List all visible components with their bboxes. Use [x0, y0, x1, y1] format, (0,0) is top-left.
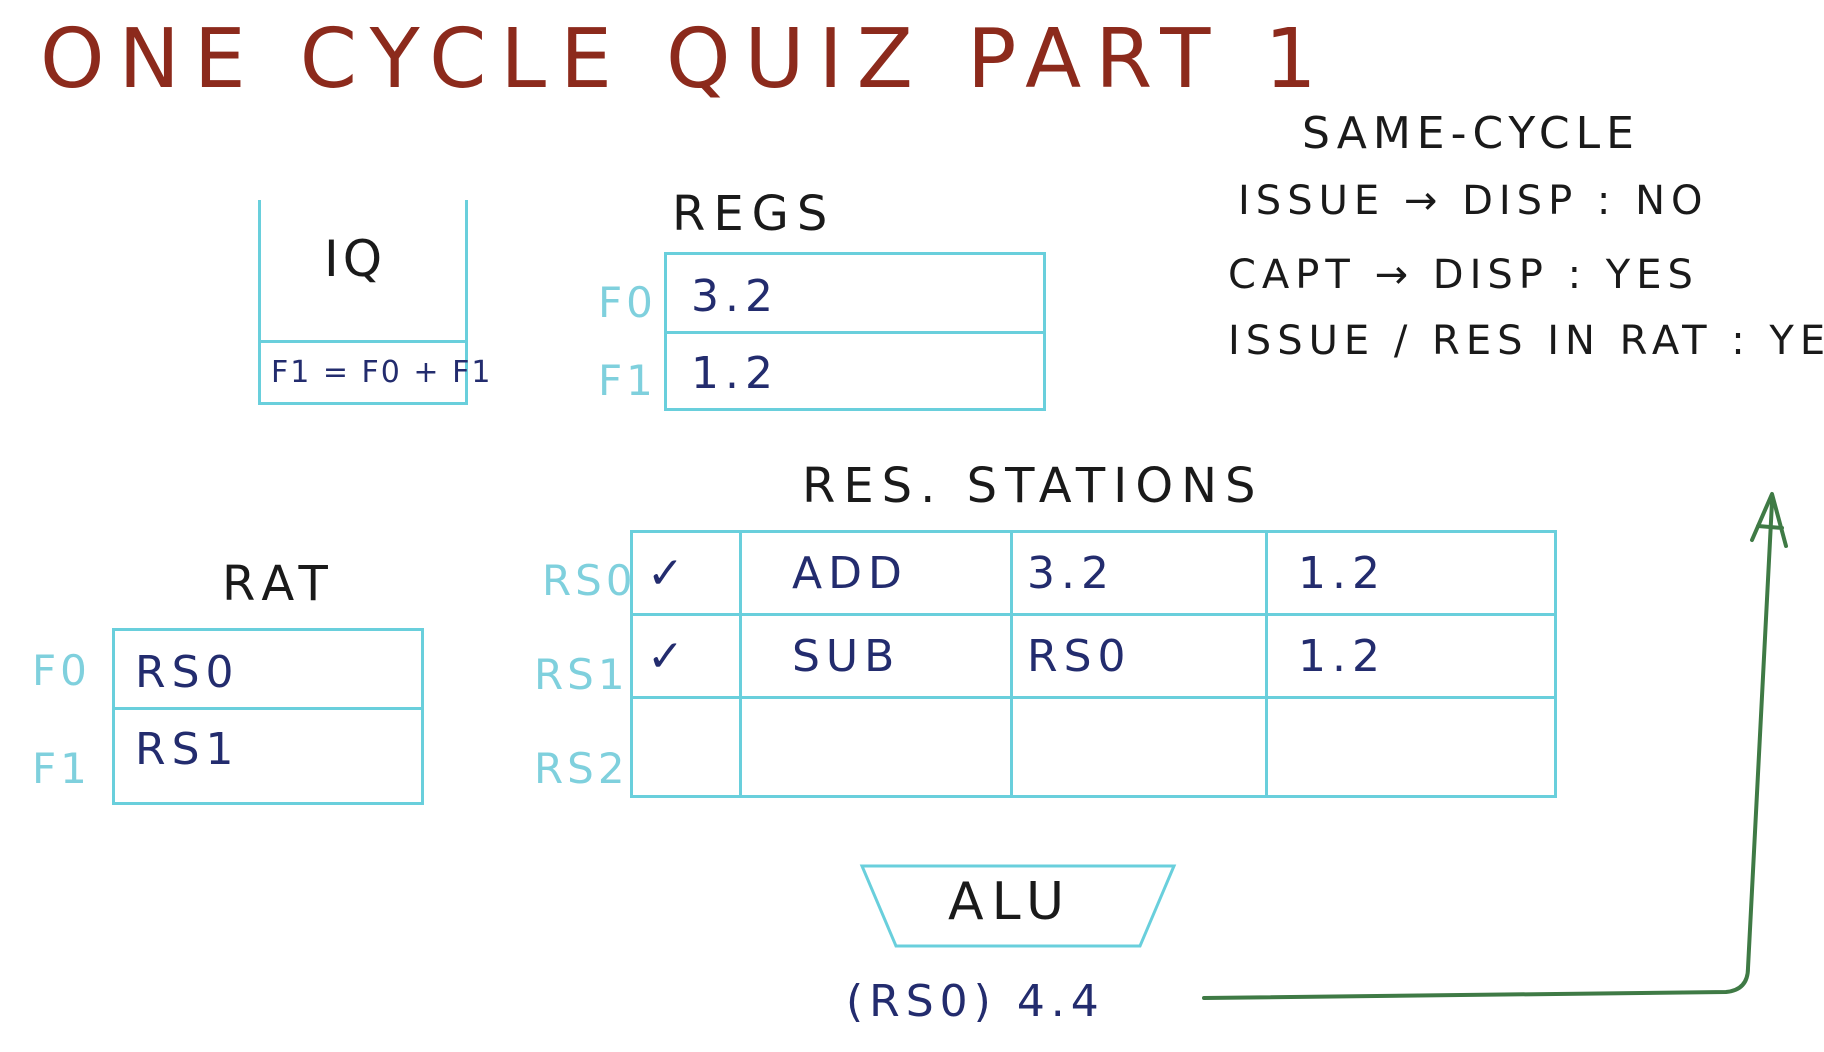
same-cycle-line-2: CAPT → DISP : YES: [1228, 252, 1699, 298]
rs-src1-cell: 3.2: [1010, 530, 1268, 616]
rs-row-label-1: RS1: [534, 650, 629, 699]
same-cycle-line-1: ISSUE → DISP : NO: [1238, 178, 1709, 224]
regs-value-f1: 1.2: [691, 348, 779, 399]
res-stations-label: RES. STATIONS: [802, 458, 1264, 514]
arrow-line: [1202, 500, 1774, 1000]
rs-src1-cell: [1010, 696, 1268, 798]
iq-entry-text: F1 = F0 + F1: [271, 355, 493, 390]
rs-busy-1: ✓: [647, 630, 690, 682]
table-row: ✓ ADD 3.2 1.2: [630, 530, 1557, 616]
rs-src1-1: RS0: [1027, 630, 1132, 682]
res-stations-table: ✓ ADD 3.2 1.2 ✓ SUB RS0 1.2: [630, 530, 1557, 798]
instruction-queue: IQ F1 = F0 + F1: [258, 200, 490, 405]
rs-busy-cell: ✓: [630, 530, 742, 616]
rs-src2-cell: 1.2: [1265, 613, 1557, 699]
alu-label: ALU: [948, 872, 1073, 932]
regs-label: REGS: [672, 186, 836, 242]
rs-src2-1: 1.2: [1298, 630, 1386, 682]
regs-table: 3.2 1.2: [664, 252, 1046, 411]
rs-src2-cell: [1265, 696, 1557, 798]
rs-op-1: SUB: [792, 630, 901, 682]
rs-op-cell: ADD: [739, 530, 1013, 616]
rs-row-label-2: RS2: [534, 744, 629, 793]
alu-result: (RS0) 4.4: [846, 976, 1105, 1027]
iq-wall-left: [258, 200, 261, 405]
rs-src2-cell: 1.2: [1265, 530, 1557, 616]
rat-label: RAT: [222, 556, 336, 612]
rat-row-label-f1: F1: [32, 744, 91, 793]
rs-row-label-0: RS0: [542, 556, 637, 605]
rat-row-label-f0: F0: [32, 646, 91, 695]
table-row: [630, 696, 1557, 798]
page-title: ONE CYCLE QUIZ PART 1: [40, 12, 1331, 107]
rs-busy-cell: ✓: [630, 613, 742, 699]
rs-op-cell: SUB: [739, 613, 1013, 699]
table-row: ✓ SUB RS0 1.2: [630, 613, 1557, 699]
rat-row-f1: RS1: [112, 707, 424, 805]
rs-src2-0: 1.2: [1298, 547, 1386, 599]
rs-busy-cell: [630, 696, 742, 798]
same-cycle-line-3: ISSUE / RES IN RAT : YES: [1228, 318, 1824, 364]
rs-src1-0: 3.2: [1027, 547, 1115, 599]
regs-row-f1: 1.2: [664, 331, 1046, 411]
rs-src1-cell: RS0: [1010, 613, 1268, 699]
iq-label: IQ: [324, 230, 387, 288]
regs-row-label-f0: F0: [598, 278, 657, 327]
rat-value-f1: RS1: [135, 724, 240, 775]
regs-row-label-f1: F1: [598, 356, 657, 405]
rs-busy-0: ✓: [647, 547, 690, 599]
alu-shape: [859, 864, 1177, 948]
alu-outline: [859, 864, 1177, 948]
iq-wall-right: [465, 200, 468, 405]
same-cycle-heading: SAME-CYCLE: [1302, 108, 1640, 159]
rs-op-0: ADD: [792, 547, 908, 599]
arrow-head-icon: [1750, 492, 1788, 548]
rs-op-cell: [739, 696, 1013, 798]
iq-entry: F1 = F0 + F1: [258, 340, 490, 405]
rat-table: RS0 RS1: [112, 628, 424, 805]
regs-value-f0: 3.2: [691, 271, 779, 322]
rat-value-f0: RS0: [135, 647, 240, 698]
